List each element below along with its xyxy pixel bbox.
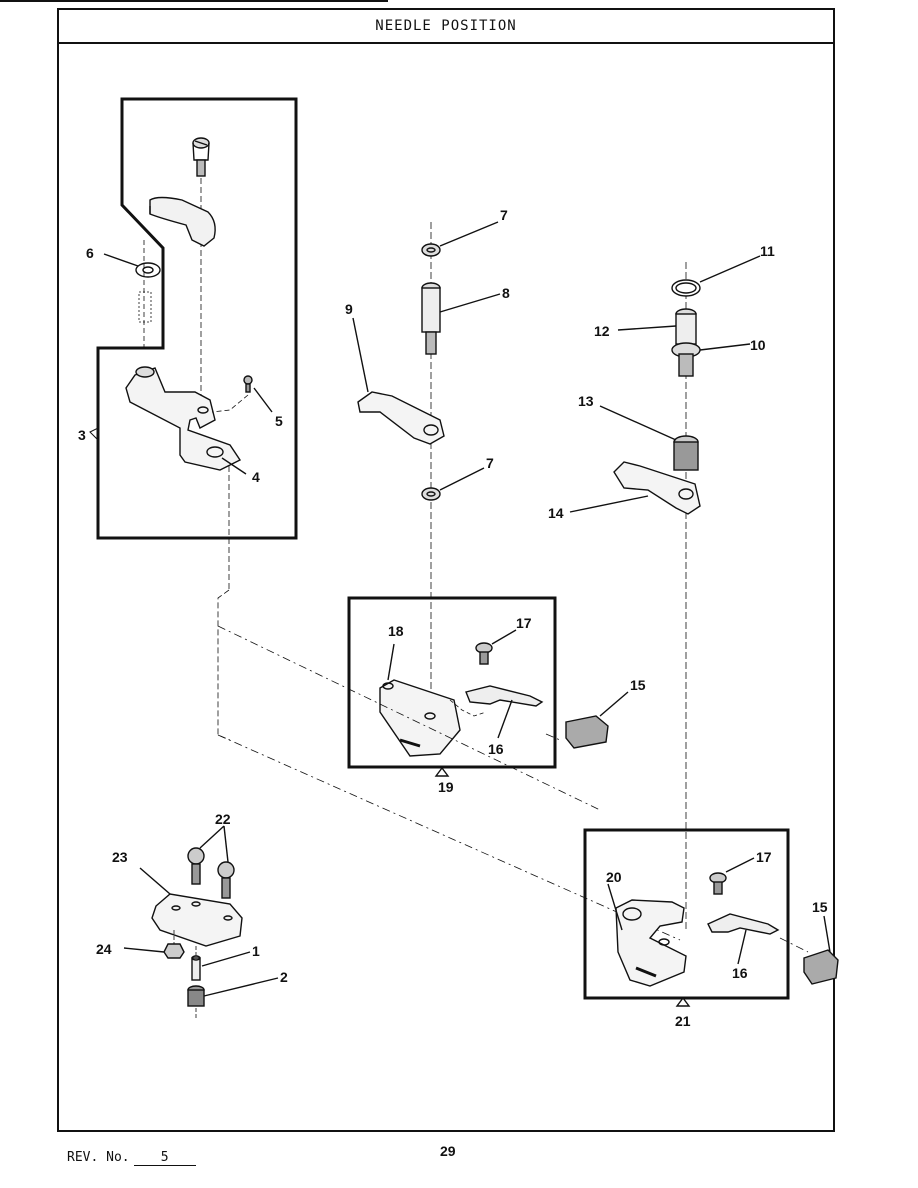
mounting-plate-part-23-icon: [151, 893, 243, 947]
screw-part-17-bottom-icon: [709, 872, 727, 895]
inset-box-assembly-19: [347, 596, 557, 769]
setscrew-part-2-icon: [187, 985, 205, 1007]
pin-part-12-icon: [675, 308, 697, 345]
callout-22: 22: [215, 811, 231, 827]
screw-part-22-left-icon: [187, 847, 205, 885]
inset-box-assembly-3: [96, 97, 298, 540]
arm-part-14-icon: [613, 461, 701, 515]
revision-label: REV. No.: [67, 1150, 130, 1165]
screw-part-17-top-icon: [475, 642, 493, 665]
callout-8: 8: [502, 285, 510, 301]
pin-part-1-icon: [191, 955, 201, 981]
crank-lever-icon: [149, 196, 216, 247]
arm-part-9-icon: [357, 391, 445, 445]
callout-13: 13: [578, 393, 594, 409]
page-number: 29: [440, 1143, 456, 1159]
callout-24: 24: [96, 941, 112, 957]
drawing-frame: NEEDLE POSITION: [57, 8, 835, 1132]
callout-16-bottom: 16: [732, 965, 748, 981]
callout-17-top: 17: [516, 615, 532, 631]
small-screw-part-5-icon: [243, 375, 253, 393]
callout-5: 5: [275, 413, 283, 429]
callout-21: 21: [675, 1013, 691, 1029]
callout-15-bottom: 15: [812, 899, 828, 915]
callout-6: 6: [86, 245, 94, 261]
washer-part-7-bottom-icon: [421, 487, 441, 501]
callout-14: 14: [548, 505, 564, 521]
callout-23: 23: [112, 849, 128, 865]
callout-1: 1: [252, 943, 260, 959]
screw-part-22-right-icon: [217, 861, 235, 899]
callout-3: 3: [78, 427, 86, 443]
stud-part-8-icon: [421, 282, 441, 355]
revision-number: 5: [133, 1150, 196, 1166]
callout-10: 10: [750, 337, 766, 353]
ring-part-11-icon: [671, 279, 701, 297]
callout-20: 20: [606, 869, 622, 885]
callout-17-bottom: 17: [756, 849, 772, 865]
page-title: NEEDLE POSITION: [59, 10, 833, 44]
callout-18: 18: [388, 623, 404, 639]
callout-15-top: 15: [630, 677, 646, 693]
inset-box-assembly-21: [583, 828, 790, 1000]
spring-ghost-icon: [138, 291, 152, 323]
callout-7-bottom: 7: [486, 455, 494, 471]
e-ring-part-6-icon: [135, 262, 161, 278]
shoulder-screw-icon: [192, 137, 210, 177]
bracket-part-4-icon: [125, 367, 242, 471]
callout-12: 12: [594, 323, 610, 339]
lever-part-16-bottom-icon: [707, 913, 780, 935]
callout-2: 2: [280, 969, 288, 985]
callout-9: 9: [345, 301, 353, 317]
revision-line: REV. No.5: [67, 1150, 196, 1166]
callout-19: 19: [438, 779, 454, 795]
callout-4: 4: [252, 469, 260, 485]
washer-part-7-top-icon: [421, 243, 441, 257]
callout-16-top: 16: [488, 741, 504, 757]
lever-part-16-top-icon: [465, 685, 544, 707]
collar-part-10-icon: [671, 342, 701, 377]
plate-part-20-icon: [615, 899, 687, 987]
callout-11: 11: [760, 243, 775, 259]
bumper-part-15-top-icon: [565, 715, 609, 749]
spring-part-13-icon: [673, 435, 699, 471]
top-edge-rule: [0, 0, 388, 2]
nut-part-24-icon: [163, 943, 185, 959]
callout-7-top: 7: [500, 207, 508, 223]
plate-part-18-icon: [379, 679, 461, 757]
bumper-part-15-bottom-icon: [803, 949, 839, 985]
